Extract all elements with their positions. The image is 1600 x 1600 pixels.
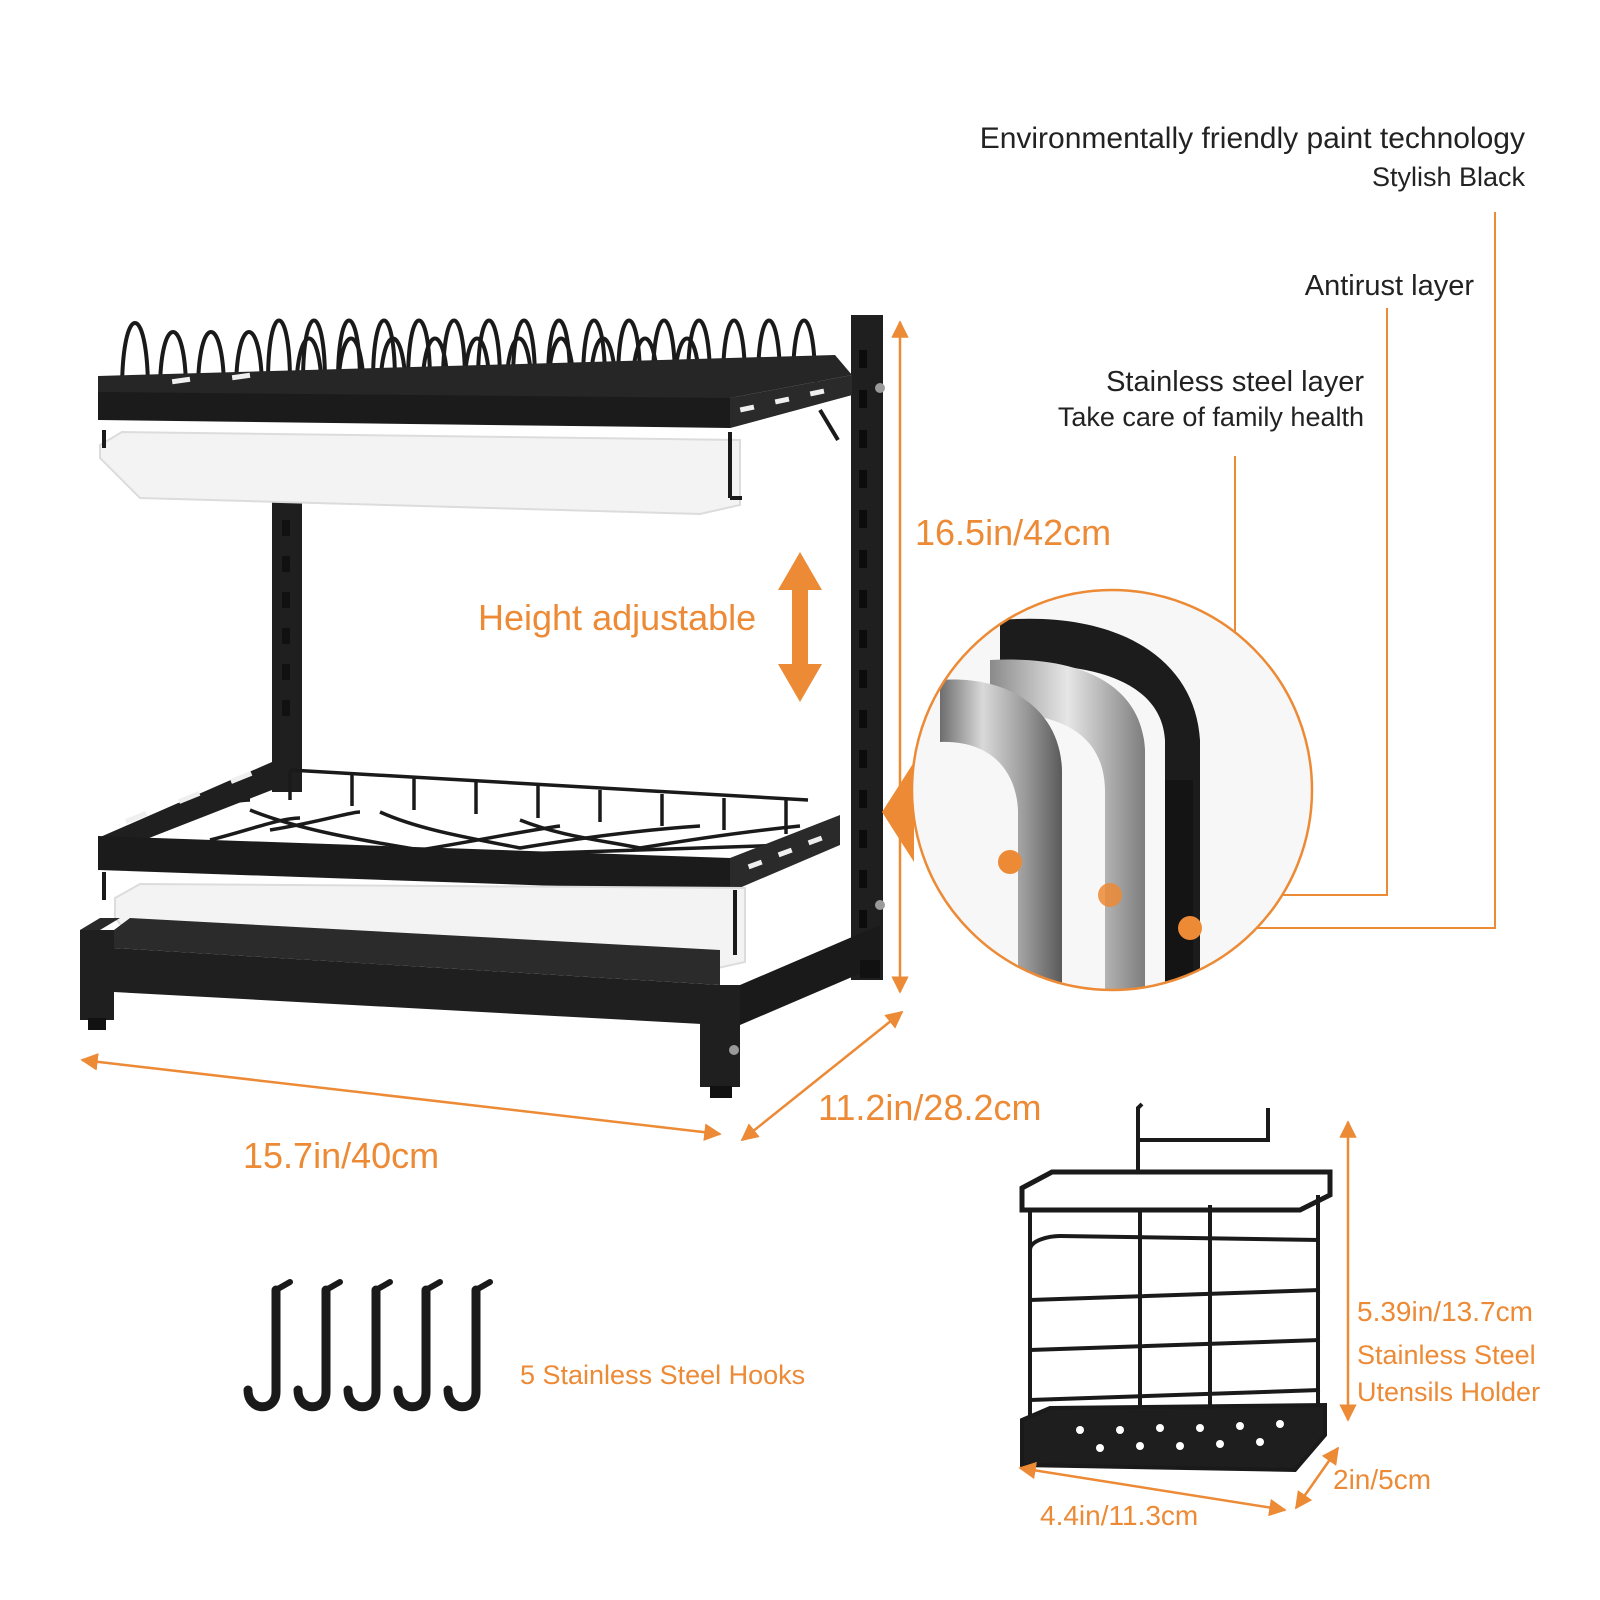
screw xyxy=(875,383,885,393)
zoom-pointer xyxy=(882,762,914,862)
holder-dimension-lines xyxy=(1018,1120,1357,1517)
width-dimension-label: 15.7in/40cm xyxy=(243,1135,440,1176)
holder-name-line-1: Stainless Steel xyxy=(1357,1340,1536,1370)
antirust-callout-label: Antirust layer xyxy=(1304,270,1474,302)
height-dimension-label: 16.5in/42cm xyxy=(915,512,1112,553)
paint-layer-dot xyxy=(1178,916,1202,940)
height-adjustable-label: Height adjustable xyxy=(478,597,757,638)
paint-callout-subtitle: Stylish Black xyxy=(1371,162,1525,192)
hook-icon xyxy=(343,1285,381,1412)
hooks xyxy=(243,1279,493,1412)
holder-name-line-2: Utensils Holder xyxy=(1357,1377,1541,1407)
lower-rack-front-rail xyxy=(98,836,730,892)
depth-dimension-line xyxy=(740,1010,904,1142)
holder-height-label: 5.39in/13.7cm xyxy=(1357,1296,1533,1327)
screw xyxy=(875,900,885,910)
depth-dimension-label: 11.2in/28.2cm xyxy=(818,1087,1042,1128)
base-side-bar xyxy=(740,925,880,1025)
antirust-layer-dot xyxy=(1098,883,1122,907)
holder-base-tray xyxy=(1020,1402,1327,1473)
base-left-leg xyxy=(80,930,114,1020)
upper-drip-tray xyxy=(99,430,741,516)
lower-rack-left-side xyxy=(98,762,272,858)
holder-top-rim xyxy=(1019,1169,1333,1213)
plate-prongs-back xyxy=(266,318,817,383)
steel-layer xyxy=(940,679,1062,990)
upper-rack-frame xyxy=(98,378,852,428)
upper-rack-back-rail xyxy=(98,355,852,398)
post-slots xyxy=(282,520,290,716)
hook-icon xyxy=(243,1285,281,1412)
holder-depth-line xyxy=(1294,1446,1340,1510)
holder-hanger xyxy=(1136,1102,1270,1175)
utensils-holder xyxy=(1019,1102,1333,1473)
frame-slots xyxy=(171,372,825,413)
holder-width-line xyxy=(1018,1461,1287,1517)
hook-icon xyxy=(293,1285,331,1412)
zoom-circle xyxy=(910,588,1314,992)
antirust-layer xyxy=(990,659,1145,990)
steel-layer-dot xyxy=(998,850,1022,874)
material-cross-section xyxy=(910,588,1314,992)
holder-depth-label: 2in/5cm xyxy=(1333,1464,1432,1495)
base-front-bar xyxy=(114,948,720,1025)
steel-callout-subtitle: Take care of family health xyxy=(1057,402,1364,432)
hooks-label: 5 Stainless Steel Hooks xyxy=(520,1360,806,1390)
base-right-leg xyxy=(700,985,740,1087)
holder-width-label: 4.4in/11.3cm xyxy=(1040,1500,1199,1531)
hook-icon xyxy=(393,1285,431,1412)
right-post-slots xyxy=(859,350,867,928)
paint-callout-line xyxy=(1190,212,1496,929)
hook-icon xyxy=(443,1285,481,1412)
height-adjust-arrow-icon xyxy=(778,552,822,702)
paint-callout-title: Environmentally friendly paint technolog… xyxy=(979,122,1525,155)
dish-rack xyxy=(80,315,885,1098)
width-dimension-line xyxy=(80,1053,722,1141)
steel-callout-title: Stainless steel layer xyxy=(1106,366,1364,398)
dimension-lines xyxy=(80,320,909,1142)
